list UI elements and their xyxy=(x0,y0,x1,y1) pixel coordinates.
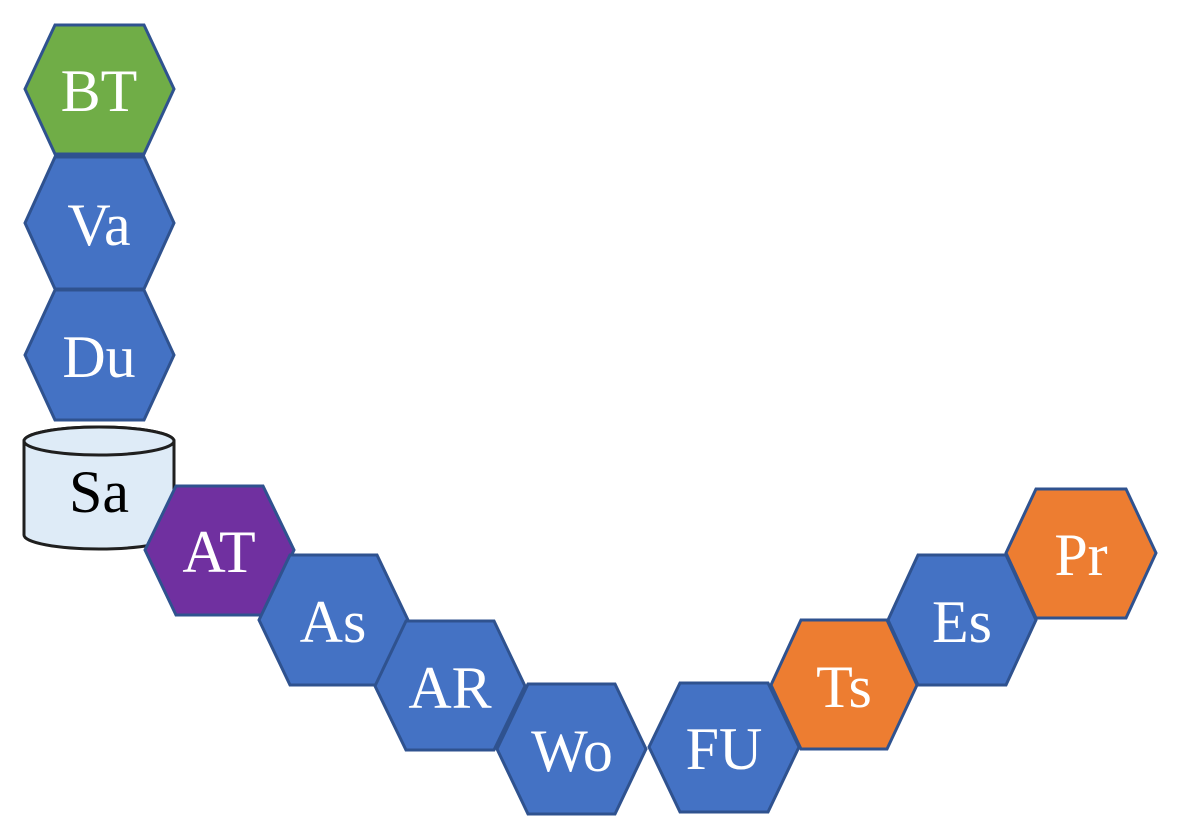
node-pr: Pr xyxy=(1004,487,1158,620)
hexagon-wo xyxy=(495,682,648,816)
node-as: As xyxy=(257,553,410,687)
label-va: Va xyxy=(67,192,130,258)
label-fu: FU xyxy=(686,716,763,782)
label-at: AT xyxy=(182,519,255,585)
node-va: Va xyxy=(23,155,176,291)
hexagon-ar xyxy=(373,619,527,752)
label-wo: Wo xyxy=(531,718,613,784)
node-fu: FU xyxy=(647,681,801,814)
label-bt: BT xyxy=(61,58,138,124)
label-as: As xyxy=(300,589,367,655)
label-du: Du xyxy=(62,324,135,390)
node-sa: Sa xyxy=(22,425,176,551)
label-ts: Ts xyxy=(816,654,872,720)
label-pr: Pr xyxy=(1054,522,1107,588)
label-es: Es xyxy=(932,589,992,655)
hexagon-es xyxy=(886,553,1038,687)
hexagon-du xyxy=(23,288,176,422)
hexagon-bt xyxy=(23,23,176,156)
label-ar: AR xyxy=(408,655,491,721)
node-es: Es xyxy=(886,553,1038,687)
cylinder-top-sa xyxy=(22,425,176,457)
node-bt: BT xyxy=(23,23,176,156)
node-du: Du xyxy=(23,288,176,422)
node-wo: Wo xyxy=(495,682,648,816)
label-sa: Sa xyxy=(69,459,129,525)
node-ts: Ts xyxy=(769,618,919,751)
node-at: AT xyxy=(143,484,296,617)
hexagon-at xyxy=(143,484,296,617)
node-ar: AR xyxy=(373,619,527,752)
hexagon-pr xyxy=(1004,487,1158,620)
